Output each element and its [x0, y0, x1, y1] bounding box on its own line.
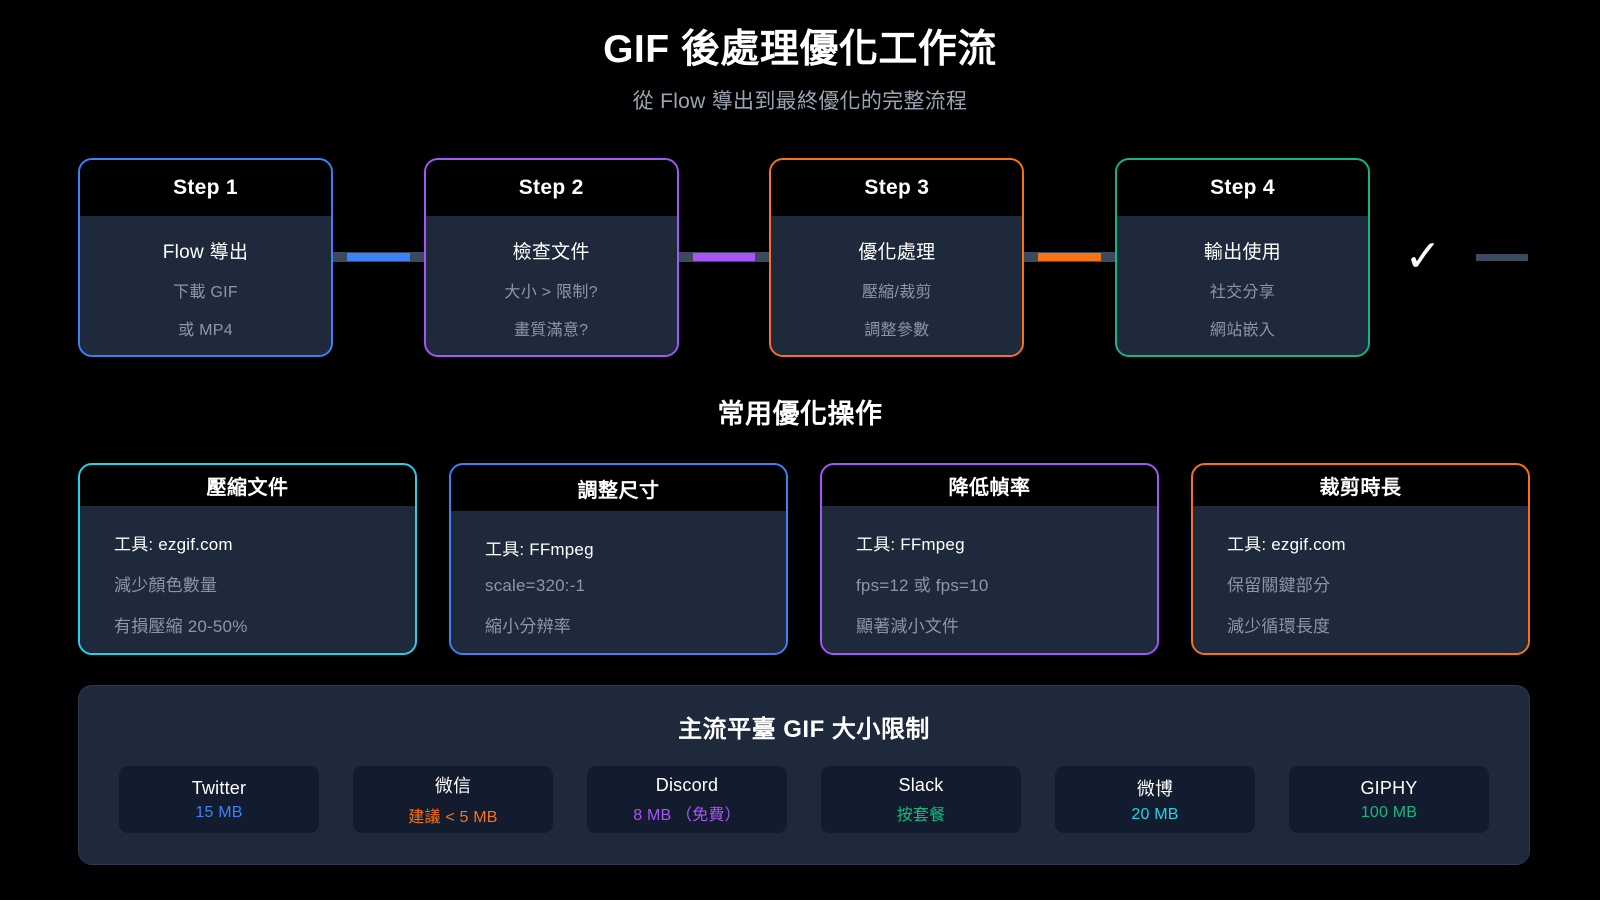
step-connector-3: [1024, 252, 1116, 262]
step-connector-1: [333, 252, 424, 262]
operation-card-header: 調整尺寸: [451, 465, 786, 511]
step-card-body: Flow 導出下載 GIF 或 MP4: [80, 215, 331, 355]
step-card-header: Step 2: [425, 159, 677, 216]
step-card-header: Step 1: [80, 159, 331, 216]
operation-card-header: 降低幀率: [822, 465, 1157, 506]
platform-chip-微博[interactable]: 微博 20 MB: [1055, 766, 1255, 833]
step-connector-2: [678, 252, 770, 262]
step-detail-1: 社交分享: [1209, 283, 1276, 301]
platform-chip-Discord[interactable]: Discord 8 MB （免費）: [587, 766, 787, 833]
operation-detail-2: 有損壓縮 20-50%: [114, 617, 248, 636]
operation-detail-1: fps=12 或 fps=10: [856, 576, 989, 595]
operation-title: 降低幀率: [948, 477, 1031, 499]
platform-chip-list: Twitter 15 MB 微信建議 < 5 MB Discord 8 MB （免費） S…: [79, 766, 1529, 833]
step-name: Flow 導出: [162, 241, 249, 263]
operation-card-1[interactable]: 壓縮文件工具: ezgif.com 減少顏色數量有損壓縮 20-50%: [78, 463, 417, 655]
step-name: 檢查文件: [512, 241, 590, 263]
step-detail-2: 畫質滿意?: [513, 321, 589, 339]
step-card-body: 檢查文件大小 > 限制? 畫質滿意?: [425, 215, 677, 355]
step-card-body: 優化處理壓縮/裁剪調整參數: [771, 215, 1023, 355]
page-header: GIF 後處理優化工作流 從 Flow 導出到最終優化的完整流程: [0, 0, 1600, 115]
platform-name: GIPHY: [1360, 777, 1418, 798]
platform-name: Discord: [655, 774, 719, 795]
step-badge: Step 4: [1210, 175, 1275, 199]
operation-card-body: 工具: FFmpeg scale=320:-1 縮小分辨率: [451, 511, 786, 653]
step-card-2[interactable]: Step 2 檢查文件大小 > 限制? 畫質滿意?: [423, 157, 679, 357]
step-detail-1: 壓縮/裁剪: [861, 283, 932, 301]
operation-card-body: 工具: ezgif.com 保留關鍵部分減少循環長度: [1193, 506, 1528, 653]
operation-tool: 工具: FFmpeg: [856, 535, 965, 554]
step-detail-2: 網站嵌入: [1209, 321, 1276, 339]
page-title: GIF 後處理優化工作流: [603, 28, 997, 71]
operation-card-4[interactable]: 裁剪時長工具: ezgif.com 保留關鍵部分減少循環長度: [1191, 463, 1530, 655]
step-name: 優化處理: [858, 241, 936, 263]
operation-tool: 工具: ezgif.com: [1227, 535, 1346, 554]
workflow-steps-row: Step 1 Flow 導出下載 GIF 或 MP4 Step 2 檢查文件大小 > 限…: [78, 157, 1529, 357]
operation-card-header: 裁剪時長: [1193, 465, 1528, 506]
platform-name: 微信: [434, 776, 472, 796]
platform-limit: 建議 < 5 MB: [408, 809, 498, 826]
platform-name: 微博: [1136, 779, 1174, 799]
operation-tool: 工具: ezgif.com: [114, 535, 233, 554]
check-icon: ✓: [1404, 232, 1442, 281]
operations-heading: 常用優化操作: [717, 399, 883, 429]
step-badge: Step 2: [518, 175, 584, 199]
operation-detail-2: 顯著減小文件: [856, 617, 960, 636]
platform-chip-Twitter[interactable]: Twitter 15 MB: [119, 766, 319, 833]
operation-detail-1: 減少顏色數量: [114, 576, 218, 595]
platform-name: Twitter: [191, 777, 247, 798]
operation-detail-2: 縮小分辨率: [485, 617, 571, 636]
operation-detail-2: 減少循環長度: [1227, 617, 1331, 636]
platform-limit: 20 MB: [1131, 806, 1179, 823]
operation-card-body: 工具: FFmpeg fps=12 或 fps=10 顯著減小文件: [822, 506, 1157, 653]
step-detail-1: 下載 GIF: [173, 283, 238, 301]
page-subtitle: 從 Flow 導出到最終優化的完整流程: [632, 89, 968, 113]
connector-fill: [692, 253, 756, 261]
connector-fill: [347, 253, 410, 261]
step-card-1[interactable]: Step 1 Flow 導出下載 GIF 或 MP4: [78, 157, 333, 357]
platform-chip-GIPHY[interactable]: GIPHY 100 MB: [1289, 766, 1489, 833]
operation-card-body: 工具: ezgif.com 減少顏色數量有損壓縮 20-50%: [80, 506, 415, 653]
step-detail-2: 調整參數: [864, 321, 930, 339]
operation-card-2[interactable]: 調整尺寸工具: FFmpeg scale=320:-1 縮小分辨率: [449, 463, 788, 655]
step-card-header: Step 3: [771, 159, 1023, 216]
step-badge: Step 3: [864, 175, 930, 199]
platform-limit: 按套餐: [896, 806, 946, 824]
platform-limits-panel: 主流平臺 GIF 大小限制 Twitter 15 MB 微信建議 < 5 MB Dis…: [78, 685, 1530, 865]
step-name: 輸出使用: [1203, 241, 1282, 263]
step-card-body: 輸出使用社交分享網站嵌入: [1117, 215, 1369, 355]
operations-row: 壓縮文件工具: ezgif.com 減少顏色數量有損壓縮 20-50% 調整尺寸工具…: [78, 463, 1530, 655]
step-detail-1: 大小 > 限制?: [504, 283, 598, 301]
platform-chip-Slack[interactable]: Slack 按套餐: [821, 766, 1021, 833]
step-detail-2: 或 MP4: [178, 321, 233, 339]
platform-limits-title: 主流平臺 GIF 大小限制: [678, 716, 930, 743]
step-card-3[interactable]: Step 3 優化處理壓縮/裁剪調整參數: [769, 157, 1025, 357]
connector-fill: [1038, 253, 1102, 261]
operation-tool: 工具: FFmpeg: [485, 540, 594, 559]
operation-detail-1: 保留關鍵部分: [1227, 576, 1331, 595]
step-card-header: Step 4: [1117, 159, 1369, 216]
operation-title: 裁剪時長: [1319, 477, 1402, 499]
platform-limit: 100 MB: [1360, 803, 1418, 821]
operation-card-header: 壓縮文件: [80, 465, 415, 506]
platform-chip-微信[interactable]: 微信建議 < 5 MB: [353, 766, 553, 833]
platform-limit: 15 MB: [195, 803, 243, 821]
step-badge: Step 1: [173, 175, 238, 199]
operation-title: 調整尺寸: [577, 479, 660, 502]
end-dash: [1476, 253, 1529, 261]
operation-detail-1: scale=320:-1: [485, 576, 586, 595]
workflow-end-zone: ✓: [1396, 232, 1529, 281]
operation-card-3[interactable]: 降低幀率工具: FFmpeg fps=12 或 fps=10 顯著減小文件: [820, 463, 1159, 655]
step-card-4[interactable]: Step 4 輸出使用社交分享網站嵌入: [1115, 157, 1371, 357]
operation-title: 壓縮文件: [206, 477, 289, 499]
platform-limit: 8 MB （免費）: [633, 806, 741, 824]
platform-name: Slack: [898, 774, 944, 795]
